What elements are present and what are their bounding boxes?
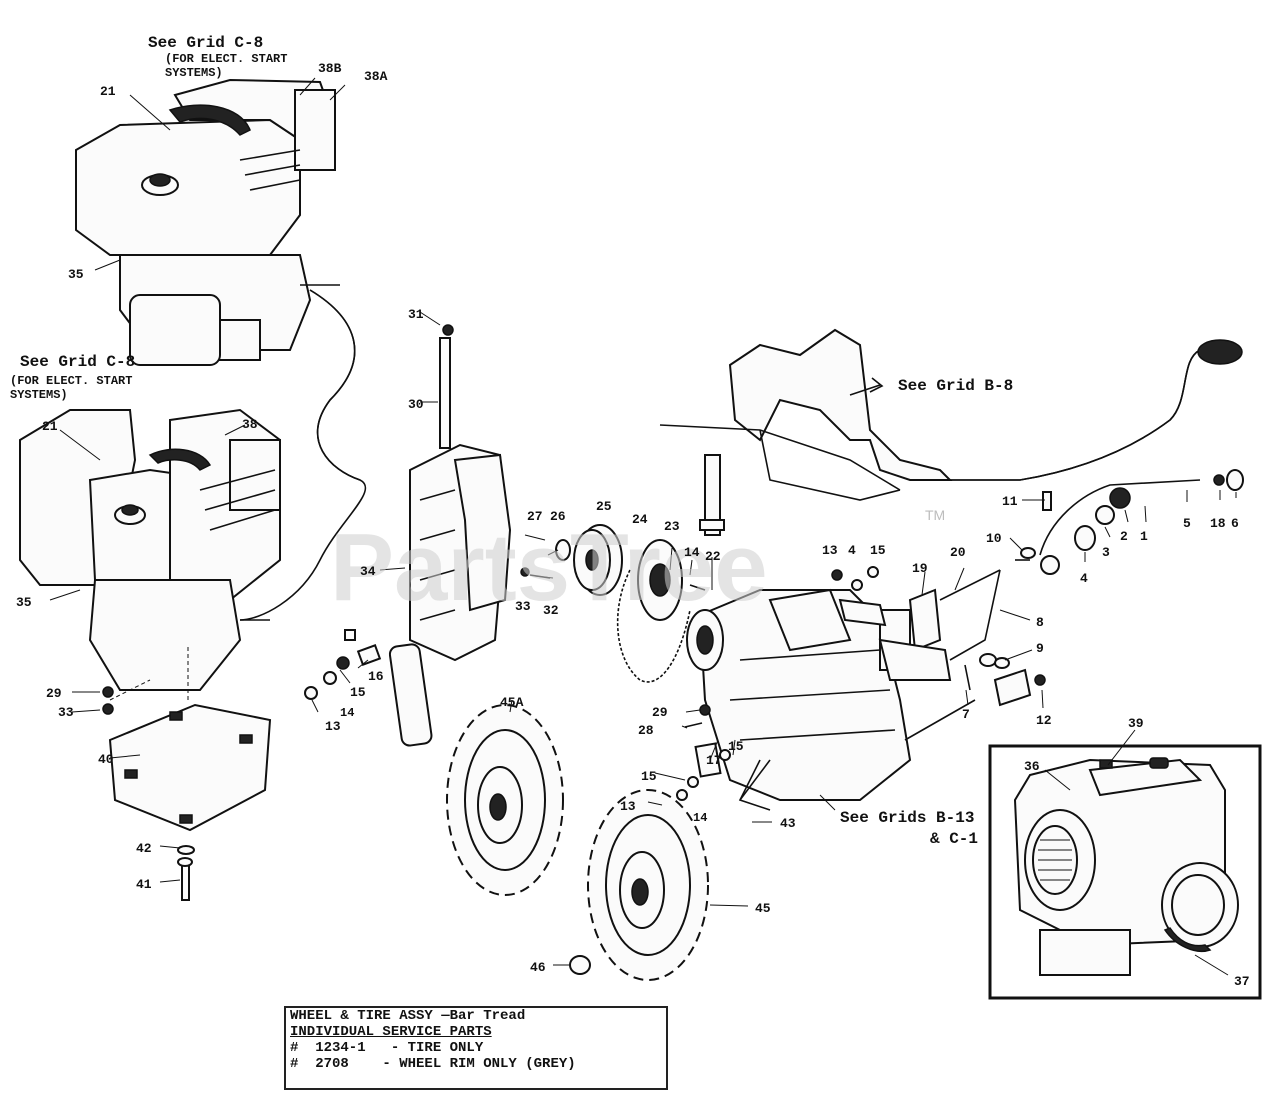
bracket-19 bbox=[908, 588, 942, 652]
callout-27: 27 bbox=[527, 509, 543, 524]
callout-16: 16 bbox=[368, 669, 384, 684]
shaft-30 bbox=[439, 337, 451, 449]
callout-3: 3 bbox=[1102, 545, 1110, 560]
note-top-elect: (FOR ELECT. START bbox=[165, 52, 287, 66]
lever-8 bbox=[949, 569, 1001, 661]
hub-cap-46 bbox=[569, 955, 591, 975]
callout-35-mid: 35 bbox=[16, 595, 32, 610]
callout-45a: 45A bbox=[500, 695, 524, 710]
callout-7: 7 bbox=[962, 707, 970, 722]
legend-line-3: # 1234-1 - TIRE ONLY bbox=[290, 1040, 484, 1056]
callout-31: 31 bbox=[408, 307, 424, 322]
callout-13-left: 13 bbox=[325, 719, 341, 734]
callout-14-lower: 14 bbox=[693, 811, 707, 825]
callout-36: 36 bbox=[1024, 759, 1040, 774]
callout-33-left: 33 bbox=[58, 705, 74, 720]
clutch-control-parts bbox=[1015, 469, 1244, 575]
note-trans-grid-1: See Grids B-13 bbox=[840, 809, 974, 827]
leader-lines bbox=[49, 77, 1237, 976]
callout-28: 28 bbox=[638, 723, 654, 738]
callout-17: 17 bbox=[706, 753, 722, 768]
callout-18: 18 bbox=[1210, 516, 1226, 531]
callout-43: 43 bbox=[780, 816, 796, 831]
note-mid-systems: SYSTEMS) bbox=[10, 388, 68, 402]
pin-31 bbox=[442, 324, 454, 336]
middle-engine bbox=[19, 294, 281, 691]
washer-33 bbox=[102, 703, 114, 715]
watermark: PartsTree bbox=[330, 514, 768, 621]
callout-14-upper: 14 bbox=[684, 545, 700, 560]
callout-13-lower: 13 bbox=[620, 799, 636, 814]
callout-15-left: 15 bbox=[350, 685, 366, 700]
callout-25: 25 bbox=[596, 499, 612, 514]
callout-4-trans: 4 bbox=[848, 543, 856, 558]
callout-29-trans: 29 bbox=[652, 705, 668, 720]
note-mid-grid: See Grid C-8 bbox=[20, 353, 135, 371]
callout-15-lower: 15 bbox=[641, 769, 657, 784]
callout-41: 41 bbox=[136, 877, 152, 892]
callout-19: 19 bbox=[912, 561, 928, 576]
callout-labels: 21 38B 38A 35 21 38 35 29 33 40 42 41 31… bbox=[16, 61, 1250, 989]
engine-mount-plate bbox=[108, 645, 272, 901]
callout-2: 2 bbox=[1120, 529, 1128, 544]
callout-38: 38 bbox=[242, 417, 258, 432]
callout-29-left: 29 bbox=[46, 686, 62, 701]
callout-39: 39 bbox=[1128, 716, 1144, 731]
watermark-tm: TM bbox=[925, 507, 945, 523]
callout-46: 46 bbox=[530, 960, 546, 975]
handle-assembly bbox=[659, 328, 1243, 536]
wheel-45 bbox=[587, 789, 709, 981]
callout-6: 6 bbox=[1231, 516, 1239, 531]
note-trans-grid-2: & C-1 bbox=[930, 830, 978, 848]
callout-40: 40 bbox=[98, 752, 114, 767]
nut-29 bbox=[102, 686, 114, 698]
callout-1: 1 bbox=[1140, 529, 1148, 544]
pulley-25 bbox=[573, 524, 623, 596]
transmission bbox=[686, 588, 976, 811]
callout-22: 22 bbox=[705, 549, 721, 564]
callout-12: 12 bbox=[1036, 713, 1052, 728]
callout-30: 30 bbox=[408, 397, 424, 412]
callout-5: 5 bbox=[1183, 516, 1191, 531]
callout-24: 24 bbox=[632, 512, 648, 527]
legend-line-4: # 2708 - WHEEL RIM ONLY (GREY) bbox=[290, 1056, 576, 1072]
callout-14-left: 14 bbox=[340, 706, 354, 720]
callout-13-trans: 13 bbox=[822, 543, 838, 558]
callout-33-mid: 33 bbox=[515, 599, 531, 614]
note-handle-grid: See Grid B-8 bbox=[898, 377, 1013, 395]
wheel-45a bbox=[446, 704, 564, 896]
callout-34: 34 bbox=[360, 564, 376, 579]
legend-line-2: INDIVIDUAL SERVICE PARTS bbox=[290, 1024, 492, 1040]
callout-32: 32 bbox=[543, 603, 559, 618]
inset-engine-box bbox=[988, 744, 1262, 1000]
callout-21-mid: 21 bbox=[42, 419, 58, 434]
callout-15-lower-right: 15 bbox=[728, 739, 744, 754]
callout-38a: 38A bbox=[364, 69, 388, 84]
callout-20: 20 bbox=[950, 545, 966, 560]
callout-42: 42 bbox=[136, 841, 152, 856]
callout-9: 9 bbox=[1036, 641, 1044, 656]
callout-15-trans: 15 bbox=[870, 543, 886, 558]
note-mid-elect: (FOR ELECT. START bbox=[10, 374, 132, 388]
callout-8: 8 bbox=[1036, 615, 1044, 630]
callout-11: 11 bbox=[1002, 494, 1018, 509]
rod-20 bbox=[939, 569, 1001, 601]
callout-23: 23 bbox=[664, 519, 680, 534]
callout-26: 26 bbox=[550, 509, 566, 524]
callout-4-clutch: 4 bbox=[1080, 571, 1088, 586]
callout-37: 37 bbox=[1234, 974, 1250, 989]
callout-21-top: 21 bbox=[100, 84, 116, 99]
chain-case-housing bbox=[344, 443, 512, 747]
legend-line-1: WHEEL & TIRE ASSY —Bar Tread bbox=[290, 1008, 526, 1024]
callout-35-top: 35 bbox=[68, 267, 84, 282]
legend-box: WHEEL & TIRE ASSY —Bar Tread INDIVIDUAL … bbox=[284, 1006, 668, 1090]
callout-45: 45 bbox=[755, 901, 771, 916]
note-top-systems: SYSTEMS) bbox=[165, 66, 223, 80]
note-top-grid: See Grid C-8 bbox=[148, 34, 263, 52]
callout-38b: 38B bbox=[318, 61, 342, 76]
callout-10: 10 bbox=[986, 531, 1002, 546]
